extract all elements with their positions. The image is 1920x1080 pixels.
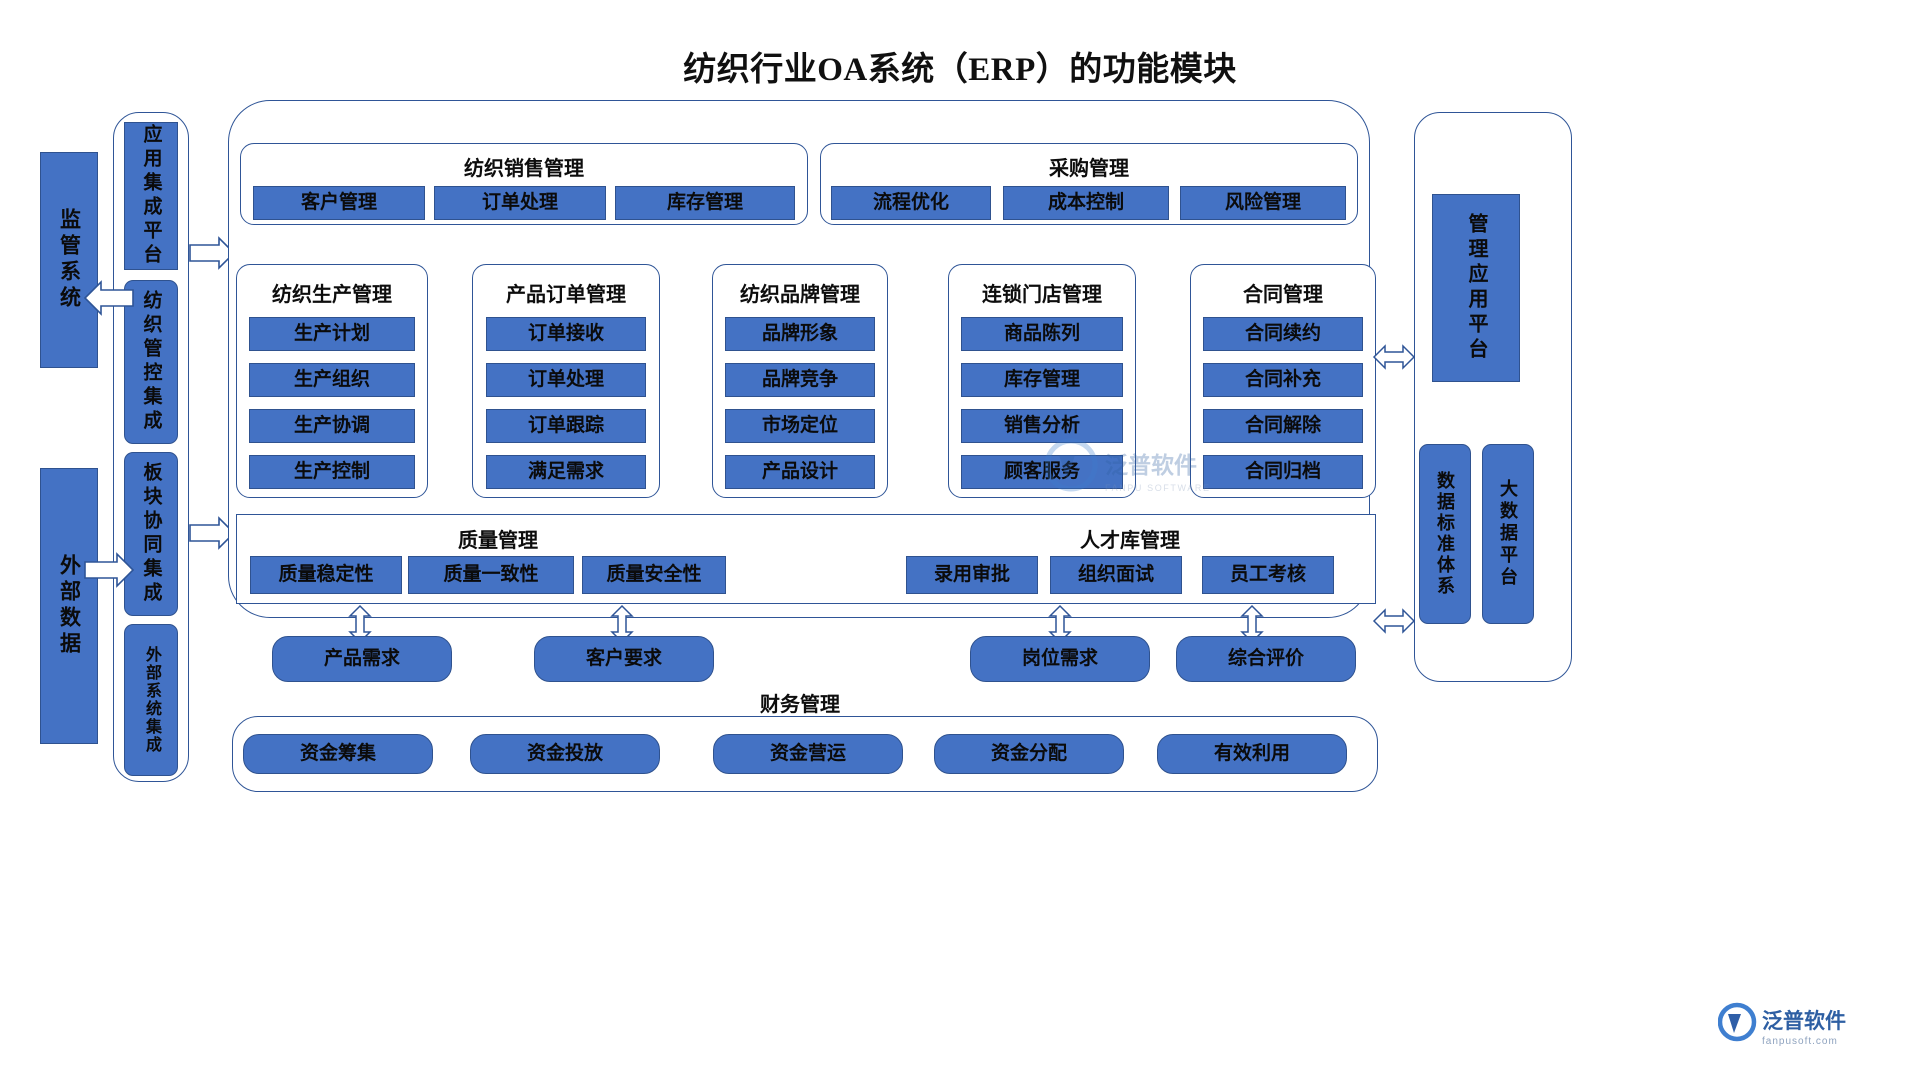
column-title-chain-store: 连锁门店管理 xyxy=(982,284,1102,306)
left-panel-item-2: 板块协同集成 xyxy=(124,452,178,616)
arrow-right-icon xyxy=(84,552,135,588)
group-title-purchase: 采购管理 xyxy=(1049,158,1129,180)
finance-item-1[interactable]: 资金投放 xyxy=(470,734,660,774)
column-item-product-order-3[interactable]: 满足需求 xyxy=(486,455,646,489)
right-panel-item-2-label: 大数据平台 xyxy=(1498,479,1518,589)
right-panel-item-2: 大数据平台 xyxy=(1482,444,1534,624)
demand-item-0[interactable]: 产品需求 xyxy=(272,636,452,682)
left-panel-item-0-label: 应用集成平台 xyxy=(140,124,162,268)
column-title-product-order: 产品订单管理 xyxy=(506,284,626,306)
demand-item-3[interactable]: 综合评价 xyxy=(1176,636,1356,682)
column-item-contract-2[interactable]: 合同解除 xyxy=(1203,409,1363,443)
group-item-sales-2[interactable]: 库存管理 xyxy=(615,186,795,220)
column-item-chain-store-3[interactable]: 顾客服务 xyxy=(961,455,1123,489)
quality-item-0[interactable]: 质量稳定性 xyxy=(250,556,402,594)
left-panel-item-3-label: 外部系统集成 xyxy=(143,646,160,754)
column-title-contract: 合同管理 xyxy=(1243,284,1323,306)
quality-item-2[interactable]: 质量安全性 xyxy=(582,556,726,594)
left-panel-item-0: 应用集成平台 xyxy=(124,122,178,270)
external-box-external-data: 外部数据 xyxy=(40,468,98,744)
group-item-sales-1[interactable]: 订单处理 xyxy=(434,186,606,220)
svg-text:泛普软件: 泛普软件 xyxy=(1762,1009,1846,1033)
arrow-left-icon xyxy=(83,280,134,316)
column-item-production-2[interactable]: 生产协调 xyxy=(249,409,415,443)
demand-item-1[interactable]: 客户要求 xyxy=(534,636,714,682)
column-title-brand: 纺织品牌管理 xyxy=(740,284,860,306)
column-item-chain-store-0[interactable]: 商品陈列 xyxy=(961,317,1123,351)
column-item-contract-1[interactable]: 合同补充 xyxy=(1203,363,1363,397)
left-panel-item-1: 纺织管控集成 xyxy=(124,280,178,444)
talent-item-1[interactable]: 组织面试 xyxy=(1050,556,1182,594)
left-panel-item-1-label: 纺织管控集成 xyxy=(140,290,162,434)
demand-item-2[interactable]: 岗位需求 xyxy=(970,636,1150,682)
column-item-contract-3[interactable]: 合同归档 xyxy=(1203,455,1363,489)
arrow-double-horizontal-icon xyxy=(1372,344,1416,370)
group-item-sales-0[interactable]: 客户管理 xyxy=(253,186,425,220)
column-item-product-order-0[interactable]: 订单接收 xyxy=(486,317,646,351)
finance-item-2[interactable]: 资金营运 xyxy=(713,734,903,774)
right-panel-item-1-label: 数据标准体系 xyxy=(1435,471,1455,597)
arrow-right-icon xyxy=(189,236,236,270)
talent-item-0[interactable]: 录用审批 xyxy=(906,556,1038,594)
svg-text:fanpusoft.com: fanpusoft.com xyxy=(1762,1036,1838,1047)
left-panel-item-3: 外部系统集成 xyxy=(124,624,178,776)
group-item-purchase-1[interactable]: 成本控制 xyxy=(1003,186,1169,220)
column-item-brand-2[interactable]: 市场定位 xyxy=(725,409,875,443)
finance-title: 财务管理 xyxy=(760,694,840,716)
corner-watermark-logo: 泛普软件 fanpusoft.com xyxy=(1718,1002,1846,1047)
right-panel-item-0: 管理应用平台 xyxy=(1432,194,1520,382)
column-item-product-order-1[interactable]: 订单处理 xyxy=(486,363,646,397)
arrow-double-horizontal-icon xyxy=(1372,608,1416,634)
group-item-purchase-0[interactable]: 流程优化 xyxy=(831,186,991,220)
column-title-production: 纺织生产管理 xyxy=(272,284,392,306)
talent-title: 人才库管理 xyxy=(1080,530,1180,552)
column-item-brand-0[interactable]: 品牌形象 xyxy=(725,317,875,351)
talent-item-2[interactable]: 员工考核 xyxy=(1202,556,1334,594)
page-title: 纺织行业OA系统（ERP）的功能模块 xyxy=(683,52,1237,88)
right-panel-item-0-label: 管理应用平台 xyxy=(1465,213,1487,363)
column-item-chain-store-1[interactable]: 库存管理 xyxy=(961,363,1123,397)
external-box-supervision: 监管系统 xyxy=(40,152,98,368)
group-item-purchase-2[interactable]: 风险管理 xyxy=(1180,186,1346,220)
group-title-sales: 纺织销售管理 xyxy=(464,158,584,180)
right-panel-item-1: 数据标准体系 xyxy=(1419,444,1471,624)
finance-item-3[interactable]: 资金分配 xyxy=(934,734,1124,774)
column-item-chain-store-2[interactable]: 销售分析 xyxy=(961,409,1123,443)
column-item-production-3[interactable]: 生产控制 xyxy=(249,455,415,489)
left-panel-item-2-label: 板块协同集成 xyxy=(140,462,162,606)
quality-title: 质量管理 xyxy=(458,530,538,552)
column-item-brand-1[interactable]: 品牌竞争 xyxy=(725,363,875,397)
column-item-production-1[interactable]: 生产组织 xyxy=(249,363,415,397)
column-item-production-0[interactable]: 生产计划 xyxy=(249,317,415,351)
column-item-brand-3[interactable]: 产品设计 xyxy=(725,455,875,489)
column-item-product-order-2[interactable]: 订单跟踪 xyxy=(486,409,646,443)
finance-item-4[interactable]: 有效利用 xyxy=(1157,734,1347,774)
finance-item-0[interactable]: 资金筹集 xyxy=(243,734,433,774)
quality-item-1[interactable]: 质量一致性 xyxy=(408,556,574,594)
column-item-contract-0[interactable]: 合同续约 xyxy=(1203,317,1363,351)
arrow-right-icon xyxy=(189,516,236,550)
